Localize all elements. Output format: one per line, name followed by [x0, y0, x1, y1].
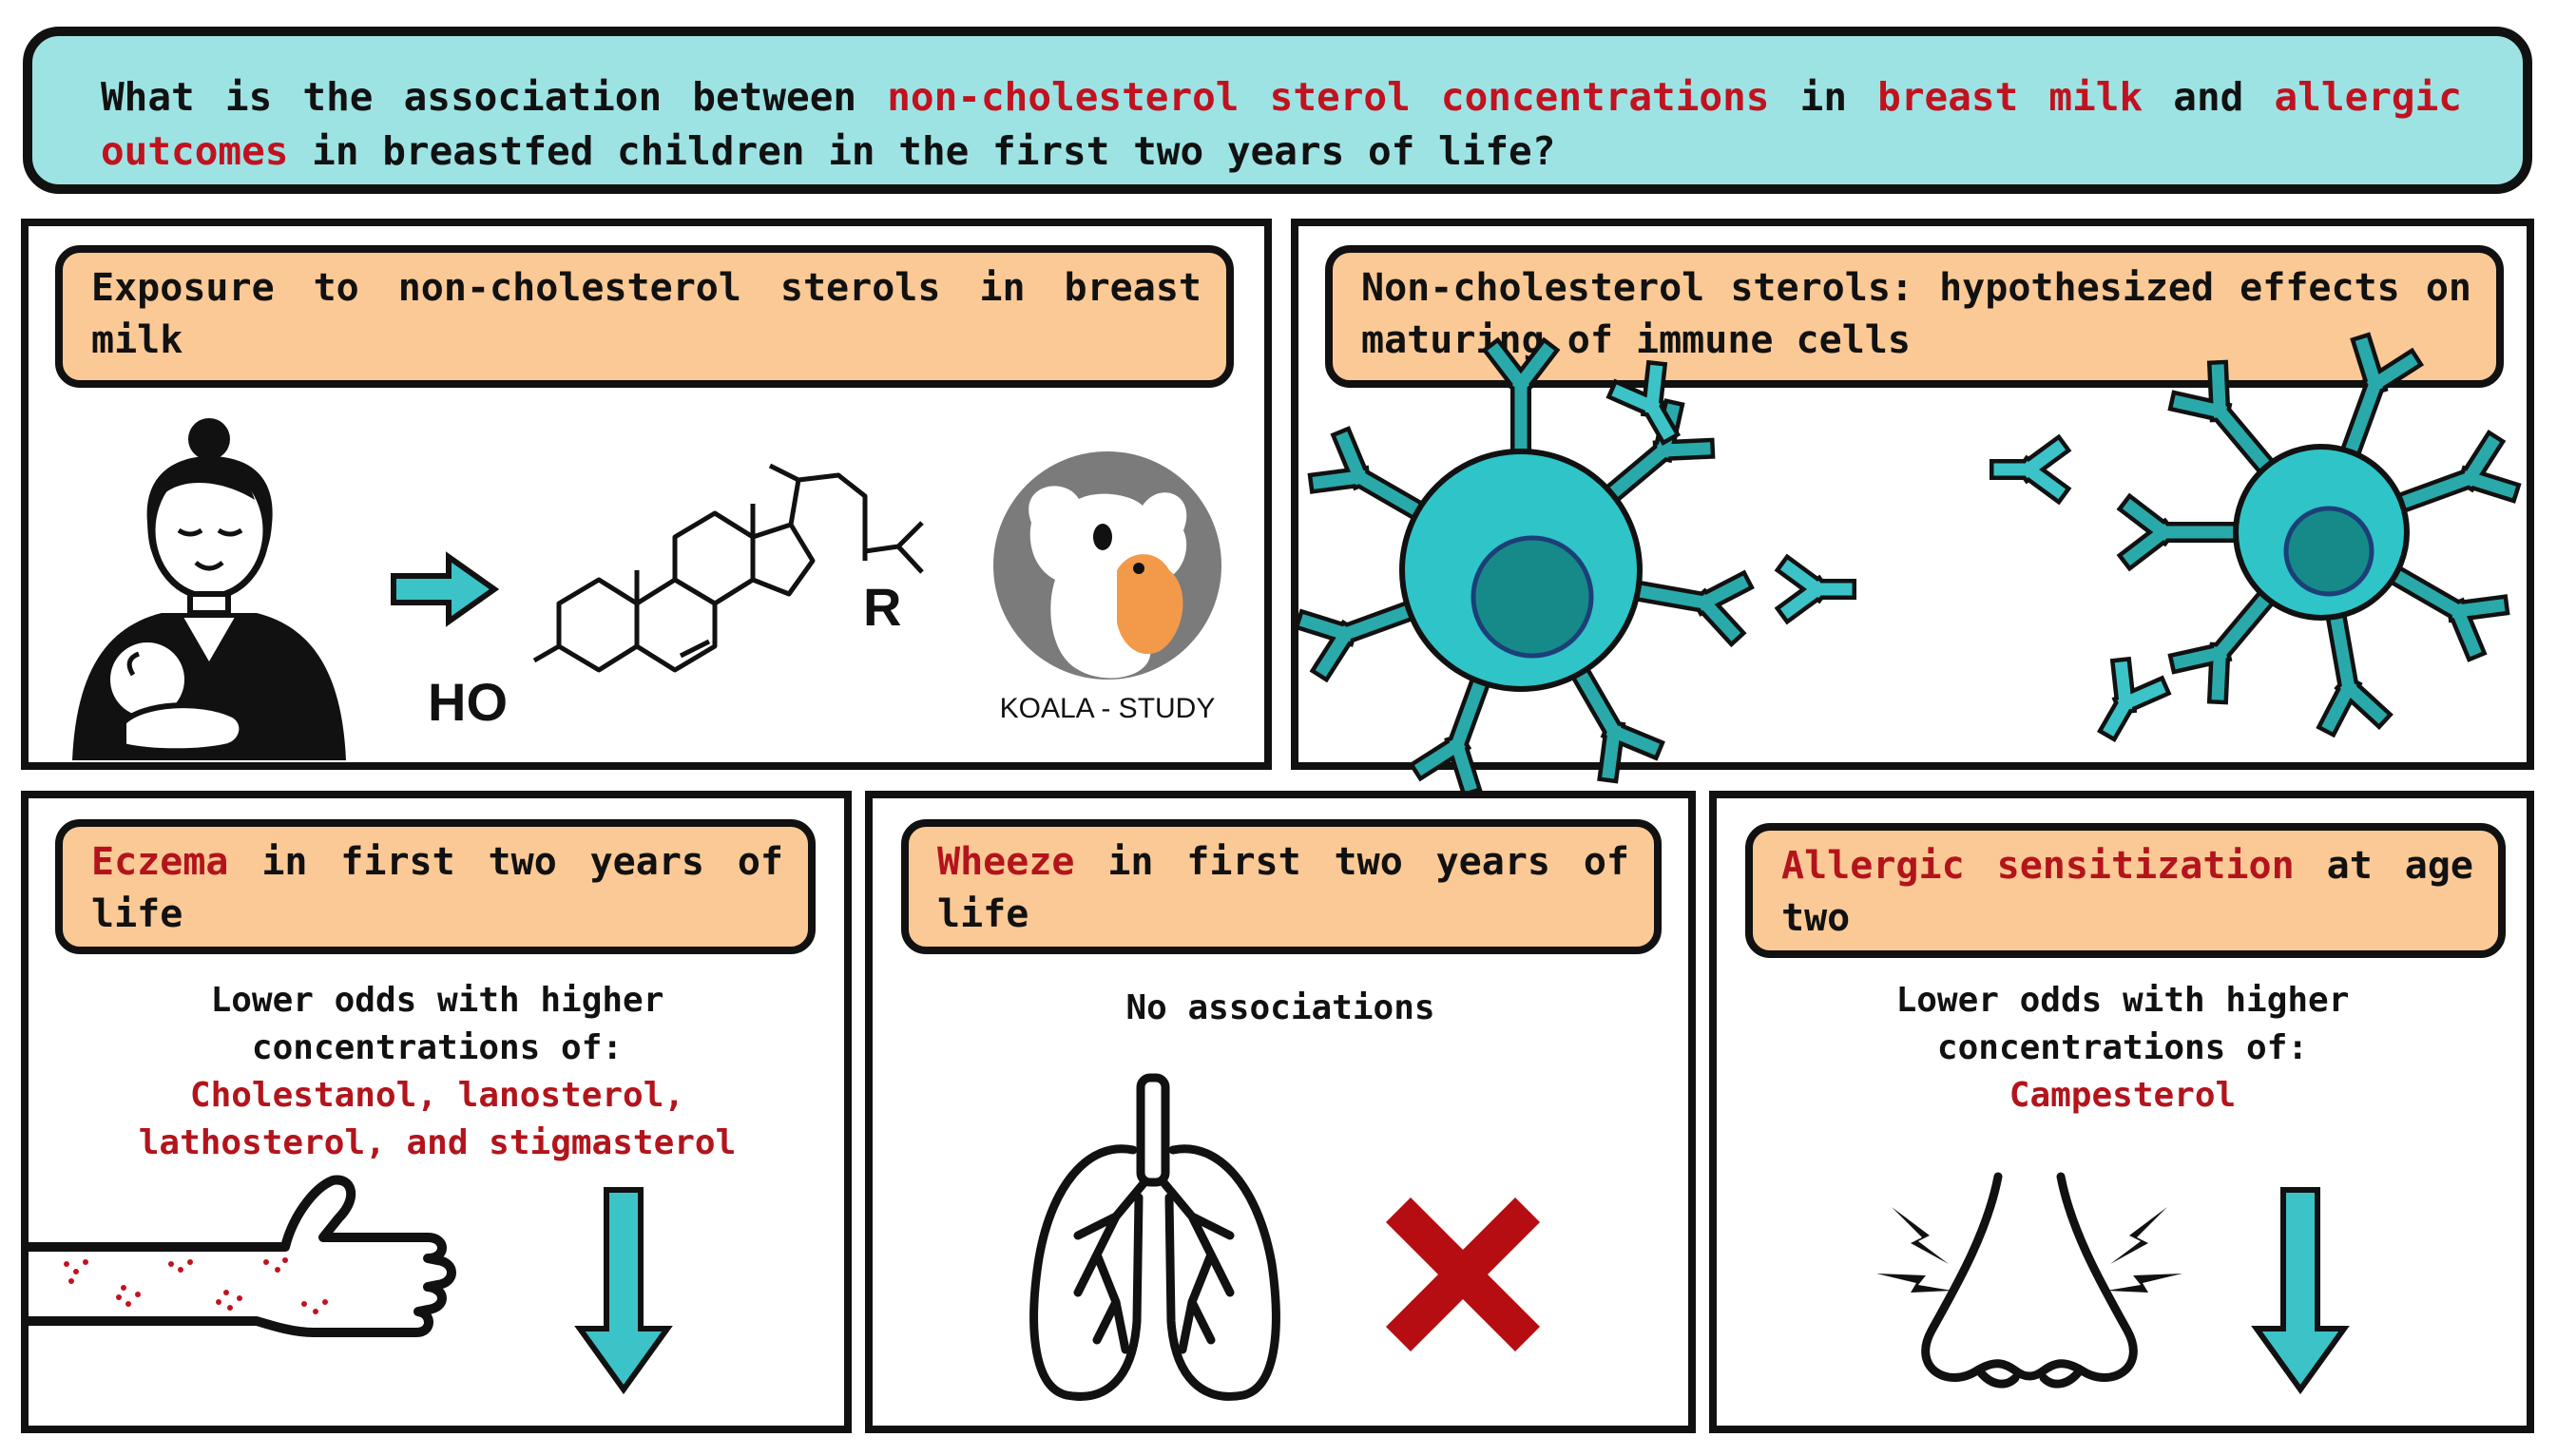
wheeze-caption: No associations	[1125, 988, 1435, 1027]
mother-breastfeeding-icon	[72, 418, 346, 760]
immune-cell-icon	[1307, 352, 1740, 784]
question-highlight-outcomes: allergic outcomes	[101, 74, 2462, 174]
logo-text: KOALA - STUDY	[1000, 693, 1216, 724]
question-highlight-sterols: non-cholesterol sterol concentrations	[887, 74, 1770, 120]
r-label: R	[863, 577, 901, 637]
eczema-caption-line: Lower odds with higher	[210, 981, 664, 1020]
eczema-title-highlight: Eczema	[91, 840, 229, 884]
research-question: What is the association between non-chol…	[23, 27, 2532, 194]
sensitization-title: Allergic sensitization at age two	[1745, 823, 2506, 958]
sterol-structure-icon: HO R	[428, 463, 924, 732]
arrow-right-icon	[391, 551, 500, 627]
sensitization-sterol: Campesterol	[2009, 1076, 2237, 1115]
ho-label: HO	[428, 672, 508, 732]
hypothesis-title: Non-cholesterol sterols: hypothesized ef…	[1325, 245, 2504, 388]
eczema-caption: Lower odds with higher concentrations of…	[38, 977, 836, 1167]
sensitization-caption-line: concentrations of:	[1936, 1028, 2309, 1067]
nose-sneeze-icon	[1876, 1172, 2182, 1389]
koala-logo-icon: KOALA - STUDY	[993, 451, 1221, 724]
eczema-caption-line: concentrations of:	[251, 1028, 624, 1067]
antibody-icon	[1789, 568, 1846, 610]
immune-cell-icon	[2131, 345, 2509, 723]
question-text: in breastfed children in the first two y…	[288, 128, 1556, 174]
sensitization-title-rest: at age two	[1781, 844, 2474, 940]
sensitization-caption-line: Lower odds with higher	[1895, 981, 2350, 1020]
antibody-icon	[2000, 449, 2057, 490]
red-cross-icon	[1386, 1197, 1540, 1351]
hypothesis-title-text: Non-cholesterol sterols: hypothesized ef…	[1361, 266, 2471, 362]
arm-eczema-icon	[29, 1175, 456, 1337]
question-text: What is the association between	[101, 74, 888, 120]
arrow-down-icon	[2251, 1187, 2350, 1395]
eczema-sterols-line: Cholestanol, lanosterol,	[189, 1076, 685, 1115]
immune-cells-diagram	[1298, 380, 2525, 760]
lungs-icon	[1029, 1073, 1280, 1401]
question-text: in	[1769, 74, 1878, 120]
antibody-icon	[2093, 668, 2158, 738]
wheeze-title-rest: in first two years of life	[937, 840, 1629, 936]
wheeze-title: Wheeze in first two years of life	[901, 819, 1662, 954]
question-text: and	[2143, 74, 2275, 120]
arrow-down-icon	[574, 1187, 673, 1395]
eczema-title-rest: in first two years of life	[91, 840, 783, 936]
sensitization-caption: Lower odds with higher concentrations of…	[1728, 977, 2517, 1120]
eczema-title: Eczema in first two years of life	[55, 819, 816, 954]
sensitization-title-highlight: Allergic sensitization	[1781, 844, 2295, 888]
exposure-title: Exposure to non-cholesterol sterols in b…	[55, 245, 1234, 388]
question-highlight-milk: breast milk	[1877, 74, 2144, 120]
wheeze-title-highlight: Wheeze	[937, 840, 1075, 884]
exposure-title-text: Exposure to non-cholesterol sterols in b…	[91, 266, 1202, 362]
eczema-sterols-line: lathosterol, and stigmasterol	[138, 1123, 737, 1162]
